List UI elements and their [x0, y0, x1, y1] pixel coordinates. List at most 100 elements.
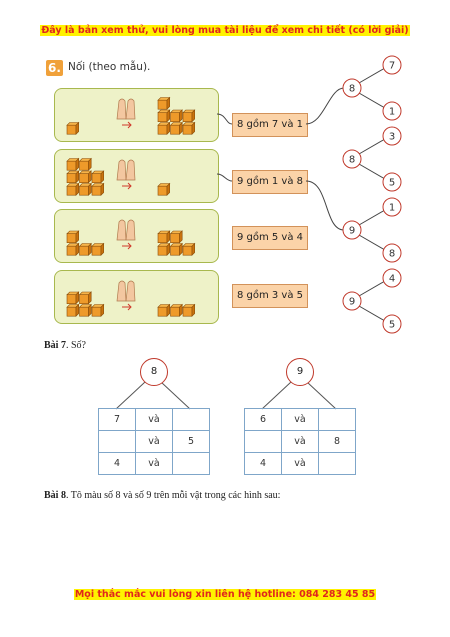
connector-panel2-label2	[216, 173, 233, 182]
bond-cell: 4	[244, 452, 282, 475]
cube-icon	[157, 96, 171, 110]
tree-branch-line	[358, 92, 386, 109]
bond-cell: 5	[172, 430, 210, 453]
preview-notice-text: Đây là bản xem thử, vui lòng mua tài liệ…	[40, 25, 410, 36]
cube-icon	[66, 230, 80, 244]
cube-panel-2[interactable]	[54, 149, 219, 203]
bai8-text: . Tô màu số 8 và số 9 trên mỗi vật trong…	[65, 490, 281, 501]
cube-icon	[78, 182, 92, 196]
tree-node-circle	[382, 197, 402, 217]
cube-icon	[91, 242, 105, 256]
cube-icon	[91, 170, 105, 184]
cube-illustration	[66, 280, 196, 317]
bond-cell: và	[135, 452, 173, 475]
cube-panel-3[interactable]	[54, 209, 219, 263]
bond-branch-lines	[261, 381, 337, 410]
tree-node-circle	[342, 291, 362, 311]
tree-node-circle	[382, 243, 402, 263]
bai7-label: Bài 7	[44, 340, 66, 351]
cube-illustration	[66, 96, 196, 135]
connector-label2-tree3	[305, 180, 345, 231]
cube-icon	[91, 303, 105, 317]
bond-answer-cell[interactable]	[244, 430, 282, 453]
tree-branch-line	[358, 138, 386, 155]
tree-node-number: 1	[389, 107, 395, 118]
label-box-1[interactable]: 8 gồm 7 và 1	[232, 113, 308, 137]
bond-table: 7 và và 5 4 và	[98, 408, 210, 475]
tree-node-circle	[382, 314, 402, 334]
tree-branch-line	[358, 280, 386, 297]
cube-icon	[78, 157, 92, 171]
cube-icon	[169, 230, 183, 244]
cube-icon	[169, 121, 183, 135]
tree-node-number: 8	[349, 84, 355, 95]
cube-icon	[78, 242, 92, 256]
bond-cell: 6	[244, 408, 282, 431]
cube-illustration	[66, 219, 196, 256]
bond-cell: 7	[98, 408, 136, 431]
hands-icon	[116, 159, 136, 190]
exercise-6: 6. Nối (theo mẫu). 8 gồm 7 và 1 9 gồm 1 …	[44, 54, 414, 338]
bond-answer-cell[interactable]	[318, 452, 356, 475]
cube-panel-4[interactable]	[54, 270, 219, 324]
label-box-3[interactable]: 9 gồm 5 và 4	[232, 226, 308, 250]
cube-icon	[169, 109, 183, 123]
tree-node-number: 9	[349, 226, 355, 237]
tree-node-number: 5	[389, 178, 395, 189]
cube-icon	[157, 182, 171, 196]
tree-node-circle	[382, 126, 402, 146]
hands-icon	[116, 98, 136, 129]
bond-answer-cell[interactable]	[172, 408, 210, 431]
tree-node-number: 8	[389, 249, 395, 260]
hands-icon	[116, 219, 136, 250]
cube-icon	[169, 303, 183, 317]
cube-icon	[78, 303, 92, 317]
connector-label1-tree1	[305, 87, 345, 125]
cube-icon	[66, 242, 80, 256]
bond-answer-cell[interactable]	[172, 452, 210, 475]
bond-cell: 4	[98, 452, 136, 475]
tree-node-circle	[382, 172, 402, 192]
cube-icon	[182, 109, 196, 123]
tree-node-number: 5	[389, 320, 395, 331]
bai8-heading: Bài 8. Tô màu số 8 và số 9 trên mỗi vật …	[44, 490, 280, 501]
exercise-title: Nối (theo mẫu).	[68, 61, 151, 73]
number-bond-right: 9 6 và và 8 4 và	[244, 356, 356, 486]
cube-icon	[182, 303, 196, 317]
tree-node-number: 1	[389, 203, 395, 214]
number-bond-left: 8 7 và và 5 4 và	[98, 356, 210, 486]
tree-branch-line	[358, 163, 386, 180]
tree-node-number: 7	[389, 61, 395, 72]
hands-icon	[116, 280, 136, 311]
hotline-banner: Mọi thắc mắc vui lòng xin liên hệ hotlin…	[0, 589, 450, 600]
cube-icon	[66, 291, 80, 305]
tree-branch-line	[358, 234, 386, 251]
exercise-number-badge: 6.	[46, 60, 63, 76]
connector-panel1-label1	[216, 113, 233, 125]
cube-icon	[182, 121, 196, 135]
bond-cell: và	[281, 408, 319, 431]
cube-icon	[66, 121, 80, 135]
bond-cell: và	[281, 452, 319, 475]
bond-root-circle: 9	[286, 358, 314, 386]
cube-icon	[66, 303, 80, 317]
cube-icon	[157, 121, 171, 135]
tree-node-circle	[342, 149, 362, 169]
cube-icon	[157, 242, 171, 256]
label-box-4[interactable]: 8 gồm 3 và 5	[232, 284, 308, 308]
bond-cell: và	[281, 430, 319, 453]
tree-branch-line	[358, 305, 386, 322]
cube-icon	[66, 157, 80, 171]
tree-branch-line	[358, 209, 386, 226]
bond-answer-cell[interactable]	[98, 430, 136, 453]
label-box-2[interactable]: 9 gồm 1 và 8	[232, 170, 308, 194]
tree-node-number: 9	[349, 297, 355, 308]
tree-node-circle	[342, 220, 362, 240]
bai8-label: Bài 8	[44, 490, 66, 501]
cube-icon	[91, 182, 105, 196]
bond-table: 6 và và 8 4 và	[244, 408, 356, 475]
bond-answer-cell[interactable]	[318, 408, 356, 431]
cube-panel-1[interactable]	[54, 88, 219, 142]
bond-cell: và	[135, 430, 173, 453]
